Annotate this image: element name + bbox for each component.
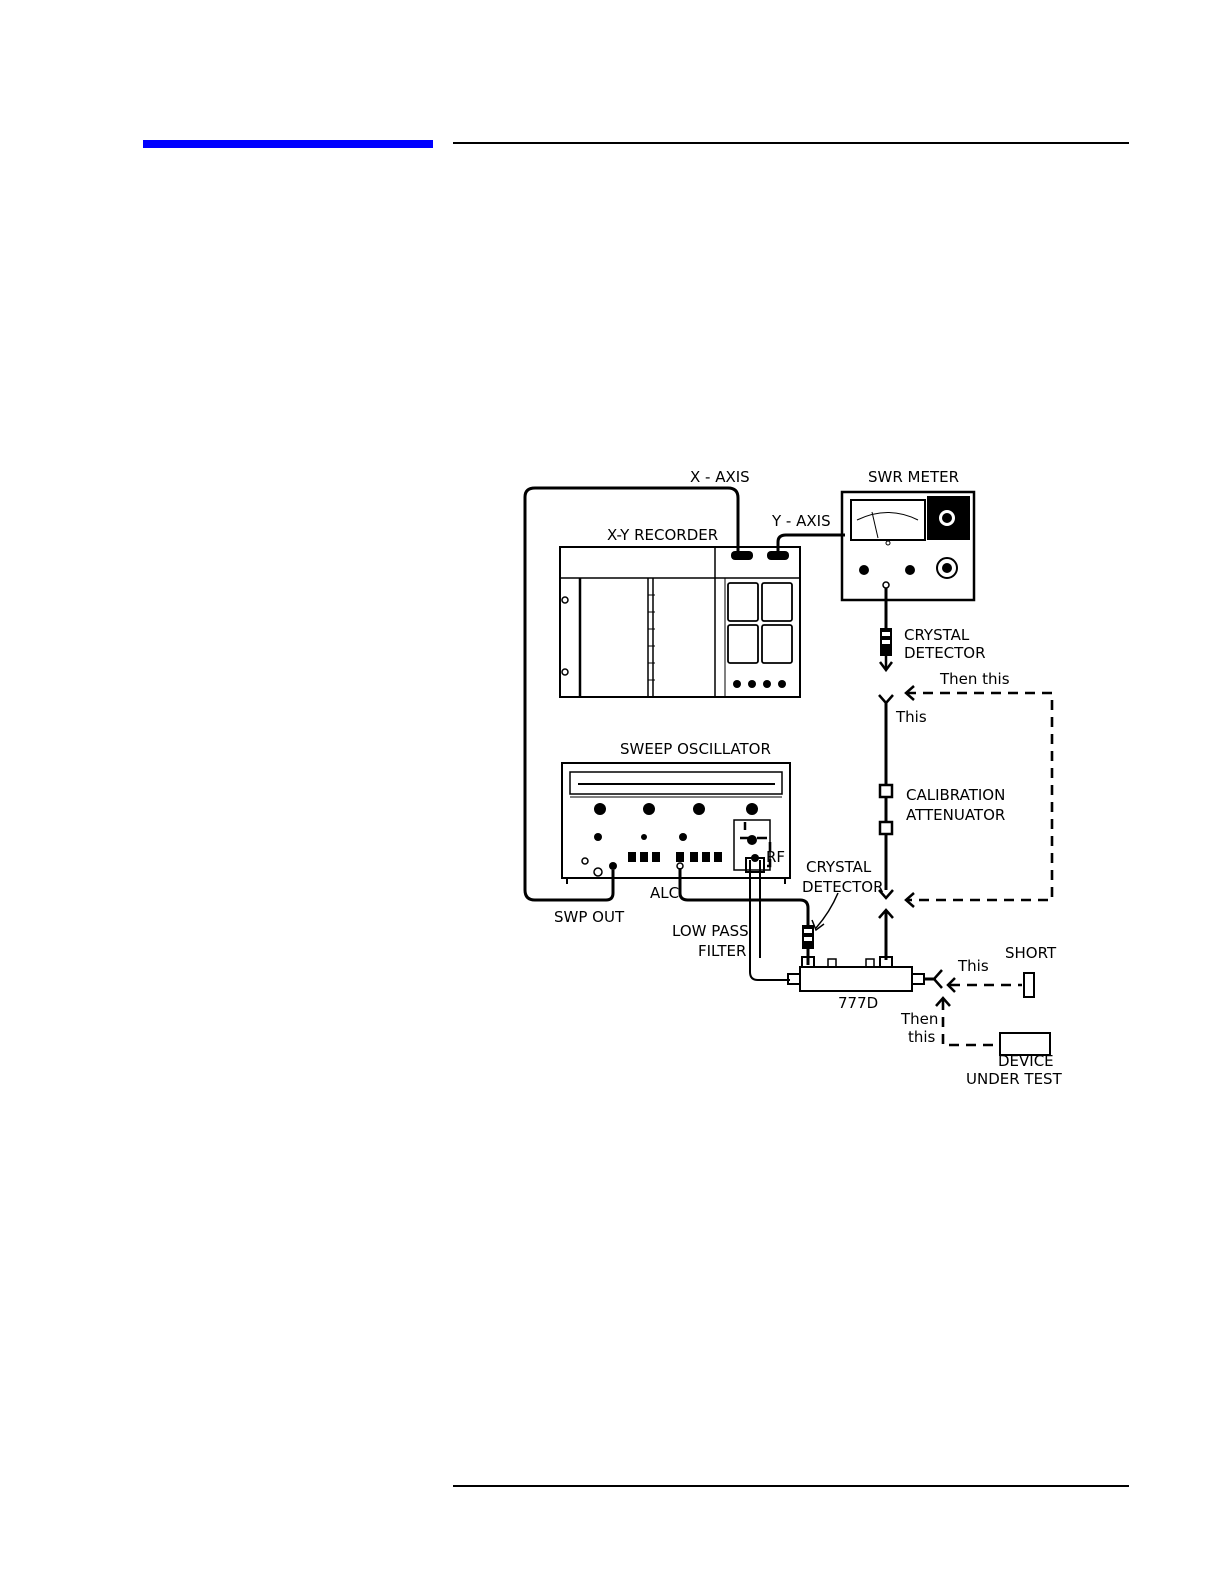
swr-meter: [842, 492, 974, 600]
xy-recorder: [560, 547, 800, 697]
then-this-label-2-line2: this: [908, 1028, 936, 1046]
y-axis-cable: [778, 535, 845, 552]
sweep-oscillator: [562, 763, 790, 884]
coupler-777d-label: 777D: [838, 994, 878, 1012]
x-axis-cable: [525, 488, 738, 900]
recorder-scale: [648, 595, 655, 680]
x-axis-label: X - AXIS: [690, 468, 750, 486]
recorder-pin-icon: [562, 597, 568, 603]
calibration-attenuator-label-line1: CALIBRATION: [906, 786, 1005, 804]
oscillator-switch-row: [628, 852, 722, 862]
crystal-detector-2-label-line2: DETECTOR: [802, 878, 884, 896]
recorder-pin-icon: [562, 669, 568, 675]
this-label-1: This: [895, 708, 927, 726]
calibration-attenuator: [880, 785, 892, 834]
connector-this-1: [879, 695, 893, 703]
swp-out-label: SWP OUT: [554, 908, 625, 926]
rf-label: RF: [766, 848, 785, 866]
y-axis-label: Y - AXIS: [771, 512, 831, 530]
recorder-knobs: [733, 680, 786, 688]
then-this-label-1: Then this: [939, 670, 1010, 688]
x-axis-connector: [731, 551, 753, 560]
low-pass-filter-label-line1: LOW PASS: [672, 922, 749, 940]
alc-cable: [680, 868, 808, 925]
crystal-detector-1-label-line1: CRYSTAL: [904, 626, 970, 644]
coupler-777d: [788, 957, 942, 991]
crystal-detector-1: [880, 628, 892, 670]
short-label: SHORT: [1005, 944, 1057, 962]
then-this-label-2-line1: Then: [900, 1010, 938, 1028]
footer-rule: [453, 1485, 1129, 1487]
low-pass-filter-label-line2: FILTER: [698, 942, 746, 960]
recorder-panels: [728, 583, 792, 663]
crystal-detector-2: [802, 925, 814, 965]
swr-meter-label: SWR METER: [868, 468, 959, 486]
device-under-test-label-line2: UNDER TEST: [966, 1070, 1063, 1088]
crystal-detector-2-label-line1: CRYSTAL: [806, 858, 872, 876]
xy-recorder-label: X-Y RECORDER: [607, 526, 718, 544]
calibration-attenuator-label-line2: ATTENUATOR: [906, 806, 1005, 824]
y-axis-connector: [767, 551, 789, 560]
device-under-test-label-line1: DEVICE: [998, 1052, 1054, 1070]
sweep-oscillator-label: SWEEP OSCILLATOR: [620, 740, 771, 758]
swp-out-jack: [609, 862, 617, 870]
short-termination: [1024, 973, 1034, 997]
this-label-2: This: [957, 957, 989, 975]
crystal-detector-1-label-line2: DETECTOR: [904, 644, 986, 662]
alc-label: ALC: [650, 884, 679, 902]
